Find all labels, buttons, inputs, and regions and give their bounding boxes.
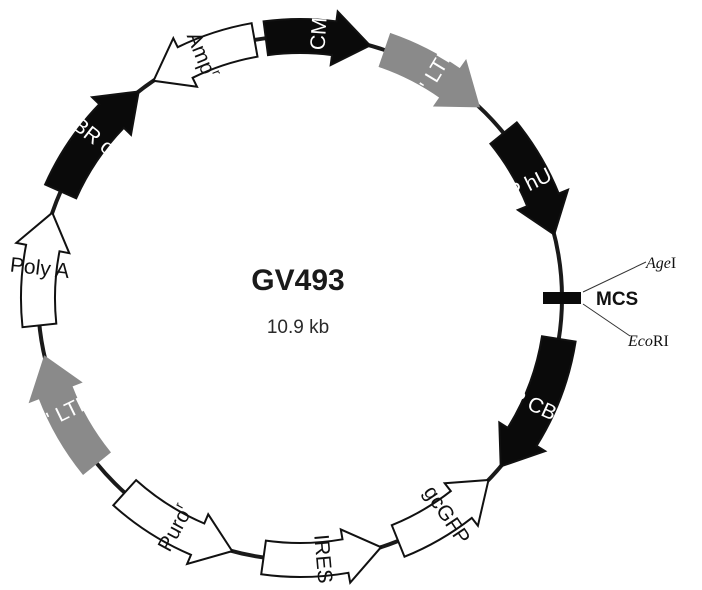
plasmid-name: GV493 [251,264,344,297]
feature-arrow-5ltr [378,32,481,108]
feature-ampr: Ampr [152,22,259,89]
feature-arrow-polya [14,211,71,329]
feature-arrow-ampr [152,22,259,89]
feature-p-cbh: P CBh [498,335,577,468]
feature-label-polya: Poly A [9,254,71,284]
feature-arrow-p-hu6 [488,120,570,237]
feature-3ltr: 3' LTR [28,355,112,476]
feature-arrow-puro [111,478,234,566]
mcs-block [543,292,581,304]
eco-leader [582,303,631,337]
feature-arrow-pbr-ori [43,90,140,200]
age-site-label: AgeI [645,255,676,272]
feature-arrow-p-cbh [498,335,577,468]
feature-polya: Poly A [9,211,71,329]
mcs-group: MCS AgeI EcoRI [543,255,676,350]
feature-arrow-3ltr [28,355,112,476]
feature-arrow-gcgfp [390,478,490,559]
feature-arrow-ires [260,527,383,585]
feature-gcgfp: gcGFP [390,478,490,559]
feature-5ltr: 5' LTR [378,32,481,108]
mcs-label: MCS [596,289,638,310]
feature-p-cmv: P CMV [262,3,372,71]
feature-arrow-p-cmv [262,9,372,67]
feature-ires: IRES [260,527,383,585]
eco-site-label: EcoRI [627,333,669,350]
feature-p-hu6: P hU6 [488,120,570,237]
feature-pbr-ori: pBR ori [43,90,140,200]
plasmid-size: 10.9 kb [267,317,329,338]
age-leader [582,261,647,293]
feature-label-p-cmv: P CMV [305,3,333,71]
feature-puro: Puror [111,478,234,566]
feature-label-ires: IRES [309,534,336,585]
